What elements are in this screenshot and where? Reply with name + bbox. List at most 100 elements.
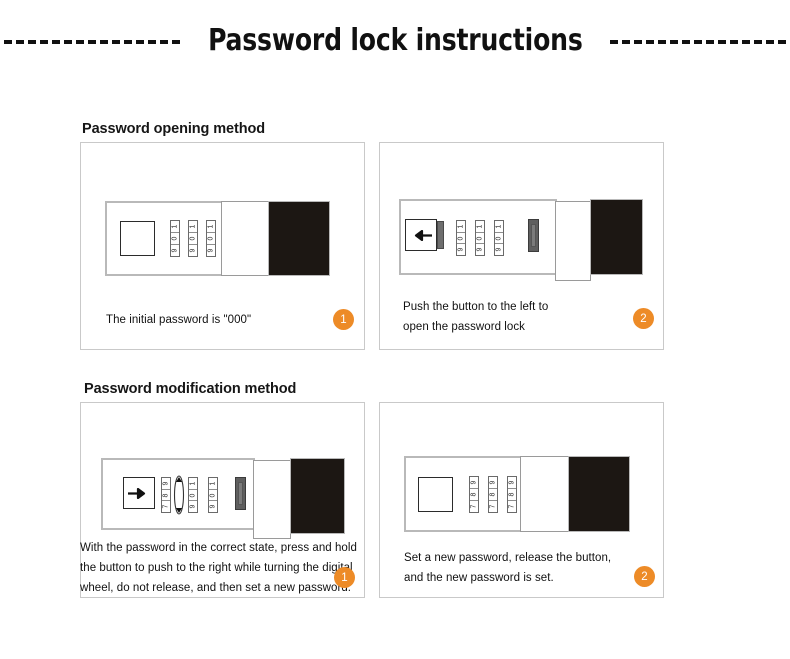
step-badge-1: 1 <box>333 309 354 330</box>
dial-digit: 9 <box>489 480 497 485</box>
dial-digit: 1 <box>476 224 484 229</box>
panel-3-caption: With the password in the correct state, … <box>80 538 368 598</box>
arrow-left-icon <box>414 229 432 241</box>
dial-digit: 1 <box>495 224 503 229</box>
lock-push-button[interactable] <box>120 221 155 256</box>
dial-cell: 0 <box>189 233 197 245</box>
arrow-right-icon <box>128 487 146 499</box>
dial-wheel[interactable]: 1 0 9 <box>494 220 504 256</box>
dial-digit: 7 <box>489 504 497 509</box>
lock-dark-plate <box>268 201 330 276</box>
lock-push-button[interactable] <box>418 477 453 512</box>
dial-cell: 9 <box>171 245 179 256</box>
dial-cell: 1 <box>476 221 484 233</box>
caption-line: With the password in the correct state, … <box>80 542 357 554</box>
lock-illustration-1: 1 0 9 1 0 9 1 0 9 <box>105 201 330 276</box>
dial-digit: 1 <box>457 224 465 229</box>
instruction-panel-3: 9 8 7 1 0 9 1 0 <box>80 402 365 598</box>
dial-digit: 9 <box>476 247 484 252</box>
dial-digit: 9 <box>457 247 465 252</box>
panel-4-caption: Set a new password, release the button, … <box>404 548 634 588</box>
dial-digit: 9 <box>189 504 197 509</box>
button-side-tab <box>437 221 444 249</box>
dial-cell: 1 <box>189 221 197 233</box>
lock-dark-plate <box>290 458 345 534</box>
dial-digit: 8 <box>489 492 497 497</box>
caption-line: wheel, do not release, and then set a ne… <box>80 582 352 594</box>
caption-line: open the password lock <box>403 321 525 333</box>
dial-cell: 8 <box>470 489 478 501</box>
header-rule-left <box>4 40 180 44</box>
dial-wheel[interactable]: 9 8 7 <box>469 476 479 513</box>
dial-cell: 8 <box>508 489 516 501</box>
dial-digit: 0 <box>189 236 197 241</box>
section-heading-modification: Password modification method <box>84 381 297 397</box>
dial-cell: 9 <box>489 477 497 489</box>
lock-middle-plate <box>221 201 269 276</box>
lock-middle-plate <box>520 456 569 532</box>
instruction-panel-1: 1 0 9 1 0 9 1 0 9 <box>80 142 365 350</box>
dial-wheel[interactable]: 1 0 9 <box>475 220 485 256</box>
dial-cell: 1 <box>189 478 197 490</box>
dial-cell: 9 <box>189 501 197 512</box>
dial-digit: 0 <box>171 236 179 241</box>
latch-inner <box>531 224 536 247</box>
instruction-panel-4: 9 8 7 9 8 7 9 8 7 <box>379 402 664 598</box>
dial-wheel[interactable]: 1 0 9 <box>206 220 216 257</box>
dial-wheel[interactable]: 9 8 7 <box>161 477 171 513</box>
caption-line: and the new password is set. <box>404 572 554 584</box>
dial-cell: 1 <box>495 221 503 233</box>
lock-illustration-4: 9 8 7 9 8 7 9 8 7 <box>404 456 630 532</box>
dial-cell: 0 <box>476 233 484 245</box>
dial-digit: 9 <box>495 247 503 252</box>
dial-rotation-indicator <box>172 474 186 516</box>
dial-digit: 9 <box>171 248 179 253</box>
dial-cell: 7 <box>162 501 170 512</box>
dial-digit: 1 <box>189 481 197 486</box>
dial-wheel[interactable]: 9 8 7 <box>507 476 517 513</box>
dial-digit: 0 <box>189 493 197 497</box>
instruction-panel-2: 1 0 9 1 0 9 1 0 9 <box>379 142 664 350</box>
lock-push-button-left[interactable] <box>405 219 437 251</box>
dial-digit: 0 <box>457 236 465 240</box>
dial-digit: 9 <box>470 480 478 485</box>
dial-cell: 7 <box>489 501 497 512</box>
header-rule-right <box>610 40 786 44</box>
dial-cell: 9 <box>162 478 170 490</box>
caption-line: Push the button to the left to <box>403 301 549 313</box>
dial-digit: 0 <box>476 236 484 240</box>
dial-digit: 8 <box>162 493 170 497</box>
dial-digit: 8 <box>470 492 478 497</box>
dial-cell: 0 <box>457 233 465 245</box>
dial-cell: 9 <box>207 245 215 256</box>
dial-wheel[interactable]: 1 0 9 <box>170 220 180 257</box>
dial-cell: 9 <box>209 501 217 512</box>
lock-latch <box>235 477 246 510</box>
dial-cell: 1 <box>207 221 215 233</box>
panel-2-caption: Push the button to the left to open the … <box>403 297 618 337</box>
lock-illustration-3: 9 8 7 1 0 9 1 0 <box>101 458 349 539</box>
dial-cell: 1 <box>457 221 465 233</box>
dial-cell: 8 <box>489 489 497 501</box>
step-badge-2: 2 <box>633 308 654 329</box>
dial-wheel[interactable]: 1 0 9 <box>188 477 198 513</box>
dial-digit: 1 <box>189 224 197 229</box>
dial-cell: 9 <box>189 245 197 256</box>
dial-wheel[interactable]: 1 0 9 <box>188 220 198 257</box>
dial-wheel[interactable]: 1 0 9 <box>456 220 466 256</box>
dial-cell: 9 <box>457 244 465 255</box>
dial-digit: 8 <box>508 492 516 497</box>
dial-cell: 9 <box>470 477 478 489</box>
dial-cell: 0 <box>171 233 179 245</box>
dial-digit: 1 <box>209 481 217 486</box>
dial-digit: 7 <box>508 504 516 509</box>
dial-wheel[interactable]: 1 0 9 <box>208 477 218 513</box>
dial-cell: 7 <box>508 501 516 512</box>
dial-cell: 9 <box>495 244 503 255</box>
latch-inner <box>238 482 243 505</box>
dial-wheel[interactable]: 9 8 7 <box>488 476 498 513</box>
dial-digit: 0 <box>209 493 217 497</box>
dial-cell: 7 <box>470 501 478 512</box>
step-badge-4: 2 <box>634 566 655 587</box>
lock-push-button-right[interactable] <box>123 477 155 509</box>
